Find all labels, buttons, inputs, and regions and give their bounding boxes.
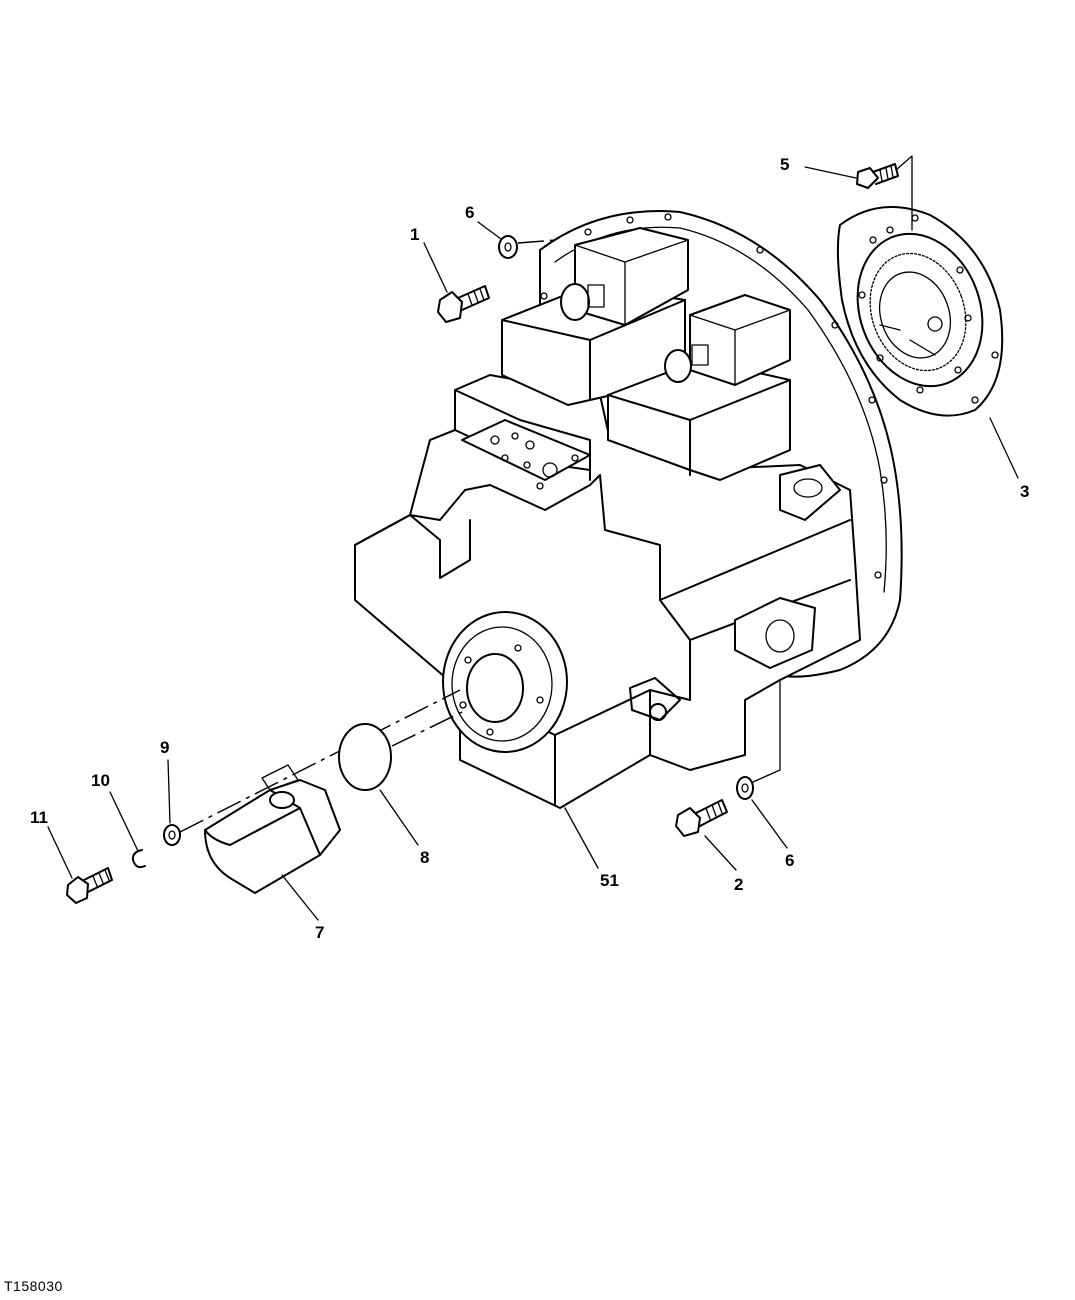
o-ring-9 xyxy=(163,824,181,846)
callout-labels: 1 6 5 3 9 10 11 7 8 51 2 6 xyxy=(30,155,1029,942)
solenoid-plug-front xyxy=(664,349,692,383)
bolt-1 xyxy=(437,285,490,323)
bolt-11 xyxy=(66,867,113,904)
solenoid-connector-rear-edge xyxy=(574,239,689,326)
seal-plate-8 xyxy=(338,723,392,791)
washer-6-top-axis xyxy=(517,239,557,244)
coupling-inner xyxy=(856,232,984,388)
callout-8: 8 xyxy=(420,848,429,867)
bolt-2 xyxy=(675,799,728,837)
callout-1: 1 xyxy=(410,225,419,244)
cover-7 xyxy=(204,764,341,894)
front-bore-flange xyxy=(442,611,568,753)
coupling-outer xyxy=(836,206,1004,417)
washer-6-top-hole xyxy=(504,242,512,252)
coupling-hub-key xyxy=(879,324,936,356)
callout-7: 7 xyxy=(315,923,324,942)
o-ring-9-hole xyxy=(168,830,176,840)
manifold-plate xyxy=(461,419,591,481)
front-bore xyxy=(466,653,524,723)
callout-3: 3 xyxy=(1020,482,1029,501)
shaft-center-line xyxy=(179,689,461,833)
washer-6-bottom-leader xyxy=(752,679,781,783)
coupling-hub xyxy=(879,271,951,359)
washer-6-bottom-hole xyxy=(741,783,749,793)
figure-id: T158030 xyxy=(4,1278,63,1294)
solenoid-pin-front xyxy=(691,344,709,366)
bolt-5-leader-lines xyxy=(895,155,913,231)
washer-6-bottom xyxy=(736,776,754,800)
cover-7-port xyxy=(269,791,295,809)
callout-51: 51 xyxy=(600,871,619,890)
solenoid-box-rear-edge xyxy=(501,299,686,401)
callout-6-top: 6 xyxy=(465,203,474,222)
leader-lines xyxy=(47,166,1019,921)
front-notch xyxy=(409,514,471,579)
solenoid-pin-rear xyxy=(587,284,605,308)
right-port-boss xyxy=(779,464,841,521)
snap-ring-10 xyxy=(131,849,146,869)
callout-2: 2 xyxy=(734,875,743,894)
right-port-hole xyxy=(793,478,823,498)
callout-10: 10 xyxy=(91,771,110,790)
callout-11: 11 xyxy=(30,808,48,827)
solenoid-plug-rear xyxy=(560,283,590,321)
washer-6-top xyxy=(498,235,518,259)
solenoid-connector-front-edge xyxy=(689,309,791,386)
callout-9: 9 xyxy=(160,738,169,757)
callout-6-bottom: 6 xyxy=(785,851,794,870)
coupling-teeth-ring xyxy=(869,252,967,372)
callout-5: 5 xyxy=(780,155,789,174)
front-bore-bolt-holes xyxy=(459,644,544,736)
bolt-5 xyxy=(856,163,899,189)
pump-assembly xyxy=(354,210,903,809)
cover-axis-lower xyxy=(391,711,463,747)
coupling-hub-hole xyxy=(927,316,943,332)
side-port-hole xyxy=(765,619,795,653)
solenoid-box-front-edge xyxy=(607,379,791,476)
coupling-disc xyxy=(836,206,1004,417)
lower-plug-block xyxy=(629,677,681,721)
side-port-flange xyxy=(734,597,816,669)
manifold-holes xyxy=(490,432,579,490)
front-bore-ring xyxy=(451,626,553,742)
